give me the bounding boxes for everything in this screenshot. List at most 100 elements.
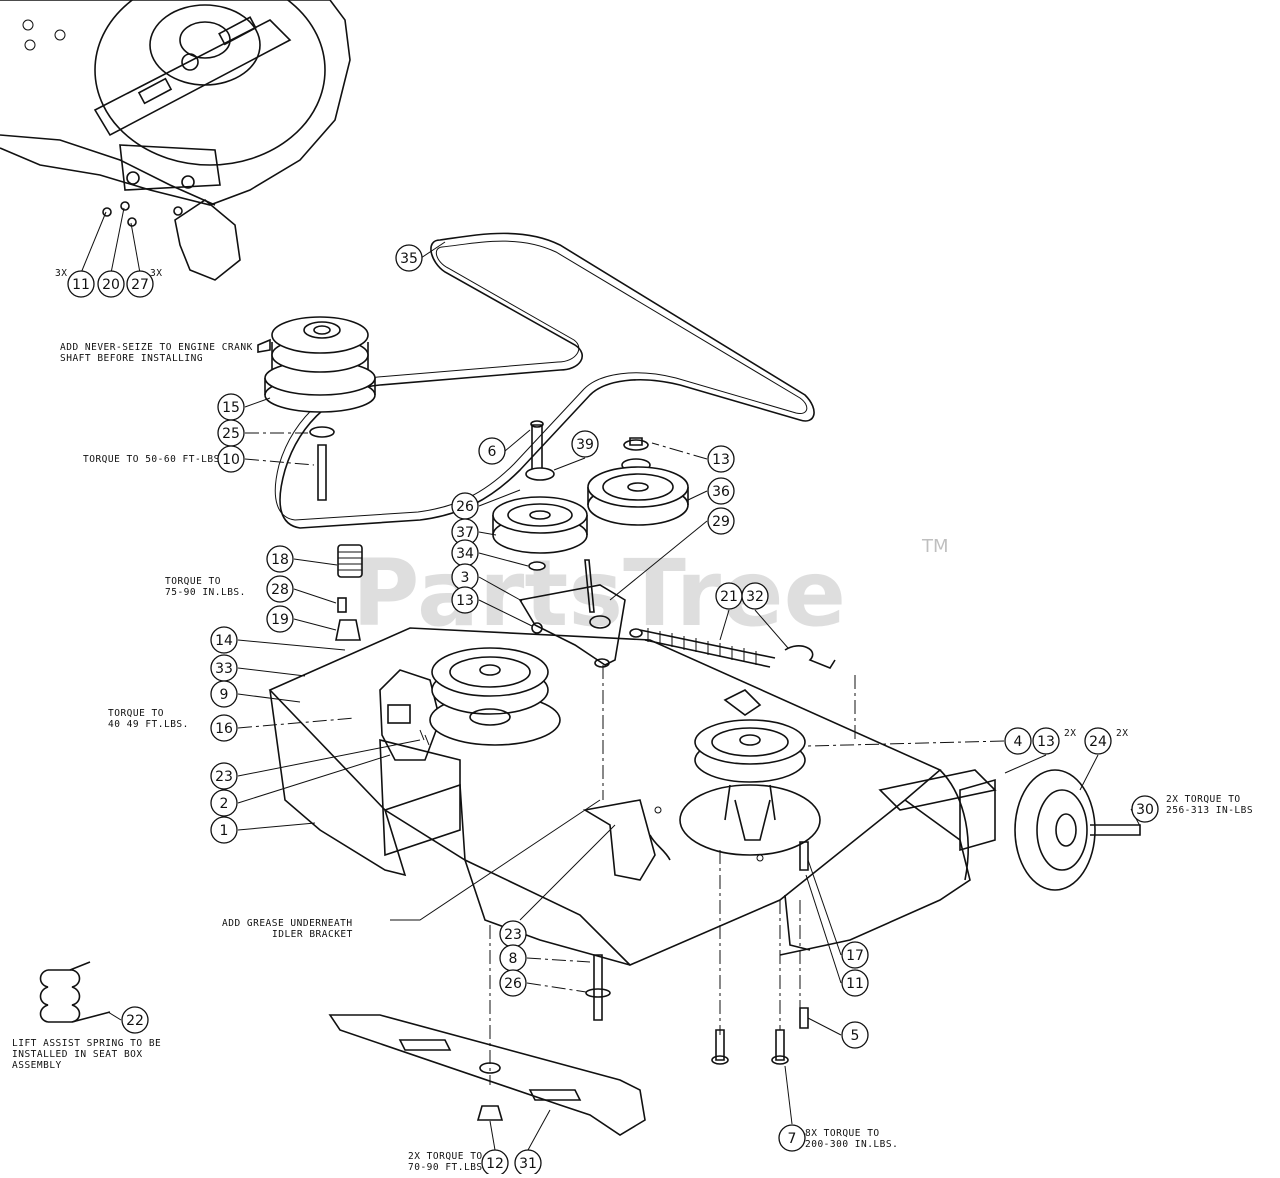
callout-27: 27 xyxy=(126,270,154,298)
callout-circle xyxy=(707,507,735,535)
callout-number: 37 xyxy=(456,525,474,541)
callout-circle xyxy=(1084,727,1112,755)
drive-belt xyxy=(274,232,815,529)
idler-arm-stack xyxy=(335,544,363,641)
callout-circle xyxy=(266,605,294,633)
callout-circle xyxy=(126,270,154,298)
callout-number: 29 xyxy=(712,514,730,530)
note-qty-24: 2X xyxy=(1116,728,1128,739)
callout-11: 11 xyxy=(67,270,95,298)
callout-number: 15 xyxy=(222,400,240,416)
callout-10: 10 xyxy=(217,445,245,473)
callout-32: 32 xyxy=(741,582,769,610)
callout-circle xyxy=(67,270,95,298)
callout-18: 18 xyxy=(266,545,294,573)
note-torque-30-line1: 2X TORQUE TO xyxy=(1166,794,1241,805)
note-torque-28-line2: 75-90 IN.LBS. xyxy=(165,587,246,598)
callout-29: 29 xyxy=(707,507,735,535)
wheel-bracket xyxy=(959,778,996,852)
note-grease-line2: IDLER BRACKET xyxy=(272,929,353,940)
callout-13: 13 xyxy=(451,586,479,614)
callout-8: 8 xyxy=(499,944,527,972)
callout-11: 11 xyxy=(841,969,869,997)
callout-number: 13 xyxy=(1037,734,1055,750)
deck-underside-inset xyxy=(0,0,351,281)
callout-circle xyxy=(1004,727,1032,755)
note-never-seize-line2: SHAFT BEFORE INSTALLING xyxy=(60,353,203,364)
note-torque-12-line1: 2X TORQUE TO xyxy=(408,1151,483,1162)
callout-circle xyxy=(571,430,599,458)
callout-1: 1 xyxy=(210,816,238,844)
note-torque-16-line2: 40 49 FT.LBS. xyxy=(108,719,189,730)
callout-number: 17 xyxy=(846,948,864,964)
callout-circle xyxy=(841,969,869,997)
callout-number: 31 xyxy=(519,1156,537,1172)
note-spring-line2: INSTALLED IN SEAT BOX xyxy=(12,1049,143,1060)
blade-bolt xyxy=(593,954,603,1021)
callout-number: 7 xyxy=(788,1131,797,1147)
callout-25: 25 xyxy=(217,419,245,447)
callout-number: 33 xyxy=(215,661,233,677)
callout-number: 20 xyxy=(102,277,120,293)
note-torque-12-line2: 70-90 FT.LBS. xyxy=(408,1162,489,1173)
callout-number: 26 xyxy=(504,976,522,992)
callout-circle xyxy=(741,582,769,610)
callout-number: 26 xyxy=(456,499,474,515)
spindle-bolt xyxy=(799,841,809,871)
note-qty-13: 2X xyxy=(1064,728,1076,739)
callout-circle xyxy=(841,1021,869,1049)
callout-circle xyxy=(266,545,294,573)
callout-number: 23 xyxy=(504,927,522,943)
callout-33: 33 xyxy=(210,654,238,682)
callout-number: 6 xyxy=(488,444,497,460)
callout-circle xyxy=(707,445,735,473)
callout-number: 11 xyxy=(72,277,90,293)
callout-4: 4 xyxy=(1004,727,1032,755)
callout-21: 21 xyxy=(715,582,743,610)
watermark-trademark: TM xyxy=(921,536,949,557)
note-spring-line1: LIFT ASSIST SPRING TO BE xyxy=(12,1038,161,1049)
callout-19: 19 xyxy=(266,605,294,633)
callout-15: 15 xyxy=(217,393,245,421)
callout-number: 16 xyxy=(215,721,233,737)
idler-pulley-right xyxy=(587,437,689,526)
callout-30: 30 xyxy=(1131,795,1159,823)
spindle-screw xyxy=(799,1007,809,1029)
idler-pulley-left xyxy=(492,420,588,571)
callout-circle xyxy=(210,816,238,844)
callout-number: 34 xyxy=(456,546,474,562)
note-torque-7-line2: 200-300 IN.LBS. xyxy=(805,1139,898,1150)
callout-16: 16 xyxy=(210,714,238,742)
gauge-wheel xyxy=(1014,769,1141,891)
callout-circle xyxy=(451,586,479,614)
blade-washer xyxy=(585,988,611,998)
callout-circle xyxy=(210,680,238,708)
callout-number: 5 xyxy=(851,1028,860,1044)
callout-number: 11 xyxy=(846,976,864,992)
callout-number: 19 xyxy=(271,612,289,628)
callout-35: 35 xyxy=(395,244,423,272)
callout-7: 7 xyxy=(778,1124,806,1152)
callout-number: 22 xyxy=(126,1013,144,1029)
pto-clutch xyxy=(257,316,376,413)
callout-14: 14 xyxy=(210,626,238,654)
left-spindle-pulley xyxy=(429,647,561,746)
callout-39: 39 xyxy=(571,430,599,458)
callout-26: 26 xyxy=(499,969,527,997)
callout-number: 28 xyxy=(271,582,289,598)
callout-9: 9 xyxy=(210,680,238,708)
callout-number: 36 xyxy=(712,484,730,500)
bolt-10 xyxy=(317,444,327,501)
callout-number: 14 xyxy=(215,633,233,649)
idler-bracket xyxy=(518,559,626,668)
callout-number: 3 xyxy=(461,570,470,586)
note-grease-line1: ADD GREASE UNDERNEATH xyxy=(222,918,353,929)
callout-number: 13 xyxy=(712,452,730,468)
eyebolt xyxy=(784,645,836,669)
callout-12: 12 xyxy=(481,1149,509,1177)
callout-number: 4 xyxy=(1014,734,1023,750)
callout-number: 25 xyxy=(222,426,240,442)
callout-number: 13 xyxy=(456,593,474,609)
callout-17: 17 xyxy=(841,941,869,969)
